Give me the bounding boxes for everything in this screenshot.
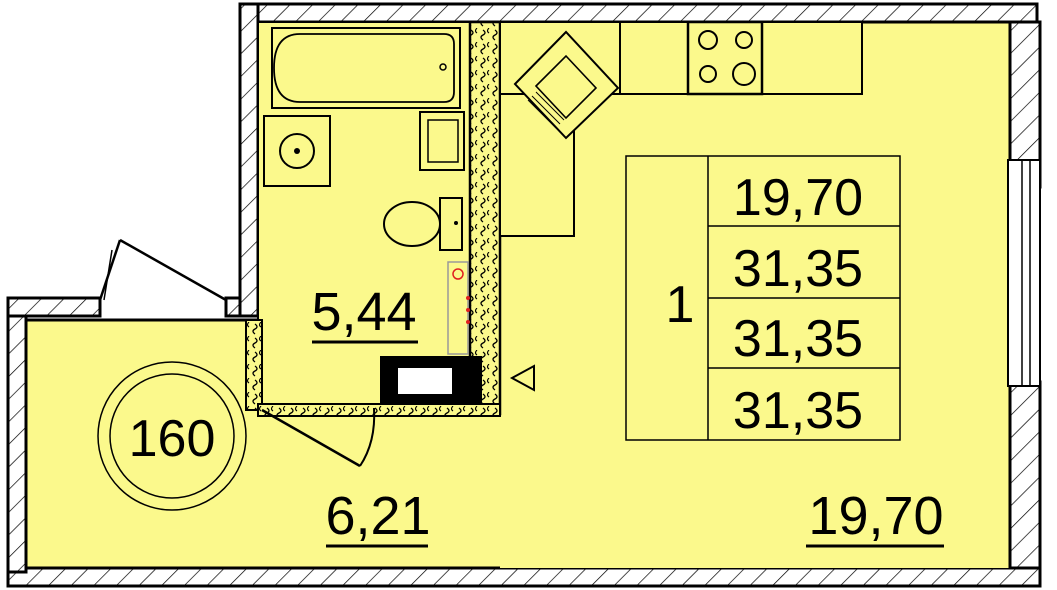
- washing-machine-icon: [263, 115, 331, 187]
- table-value-3: 31,35: [733, 310, 863, 368]
- cooktop-icon: [686, 20, 764, 96]
- apartment-number: 160: [129, 410, 216, 468]
- area-info-table: 1 19,70 31,35 31,35 31,35: [625, 155, 901, 441]
- apartment-number-badge: 160: [97, 361, 247, 511]
- rooms-count: 1: [666, 276, 695, 334]
- bathroom-partition: [245, 20, 502, 417]
- toilet-icon: [383, 197, 463, 251]
- window: [1007, 159, 1041, 387]
- table-value-1: 19,70: [733, 169, 863, 227]
- living-area-label: 19,70: [808, 486, 943, 546]
- bathroom-sink-icon: [419, 111, 465, 171]
- bathroom-door: [261, 407, 376, 468]
- entrance-door: [98, 238, 227, 302]
- entry-arrow-icon: [509, 364, 535, 392]
- table-value-2: 31,35: [733, 240, 863, 298]
- kitchen-sink-icon: [513, 30, 620, 140]
- hall-area-label: 6,21: [325, 486, 430, 546]
- table-value-4: 31,35: [733, 382, 863, 440]
- bathtub-icon: [271, 27, 461, 109]
- bathroom-area-label: 5,44: [311, 282, 416, 342]
